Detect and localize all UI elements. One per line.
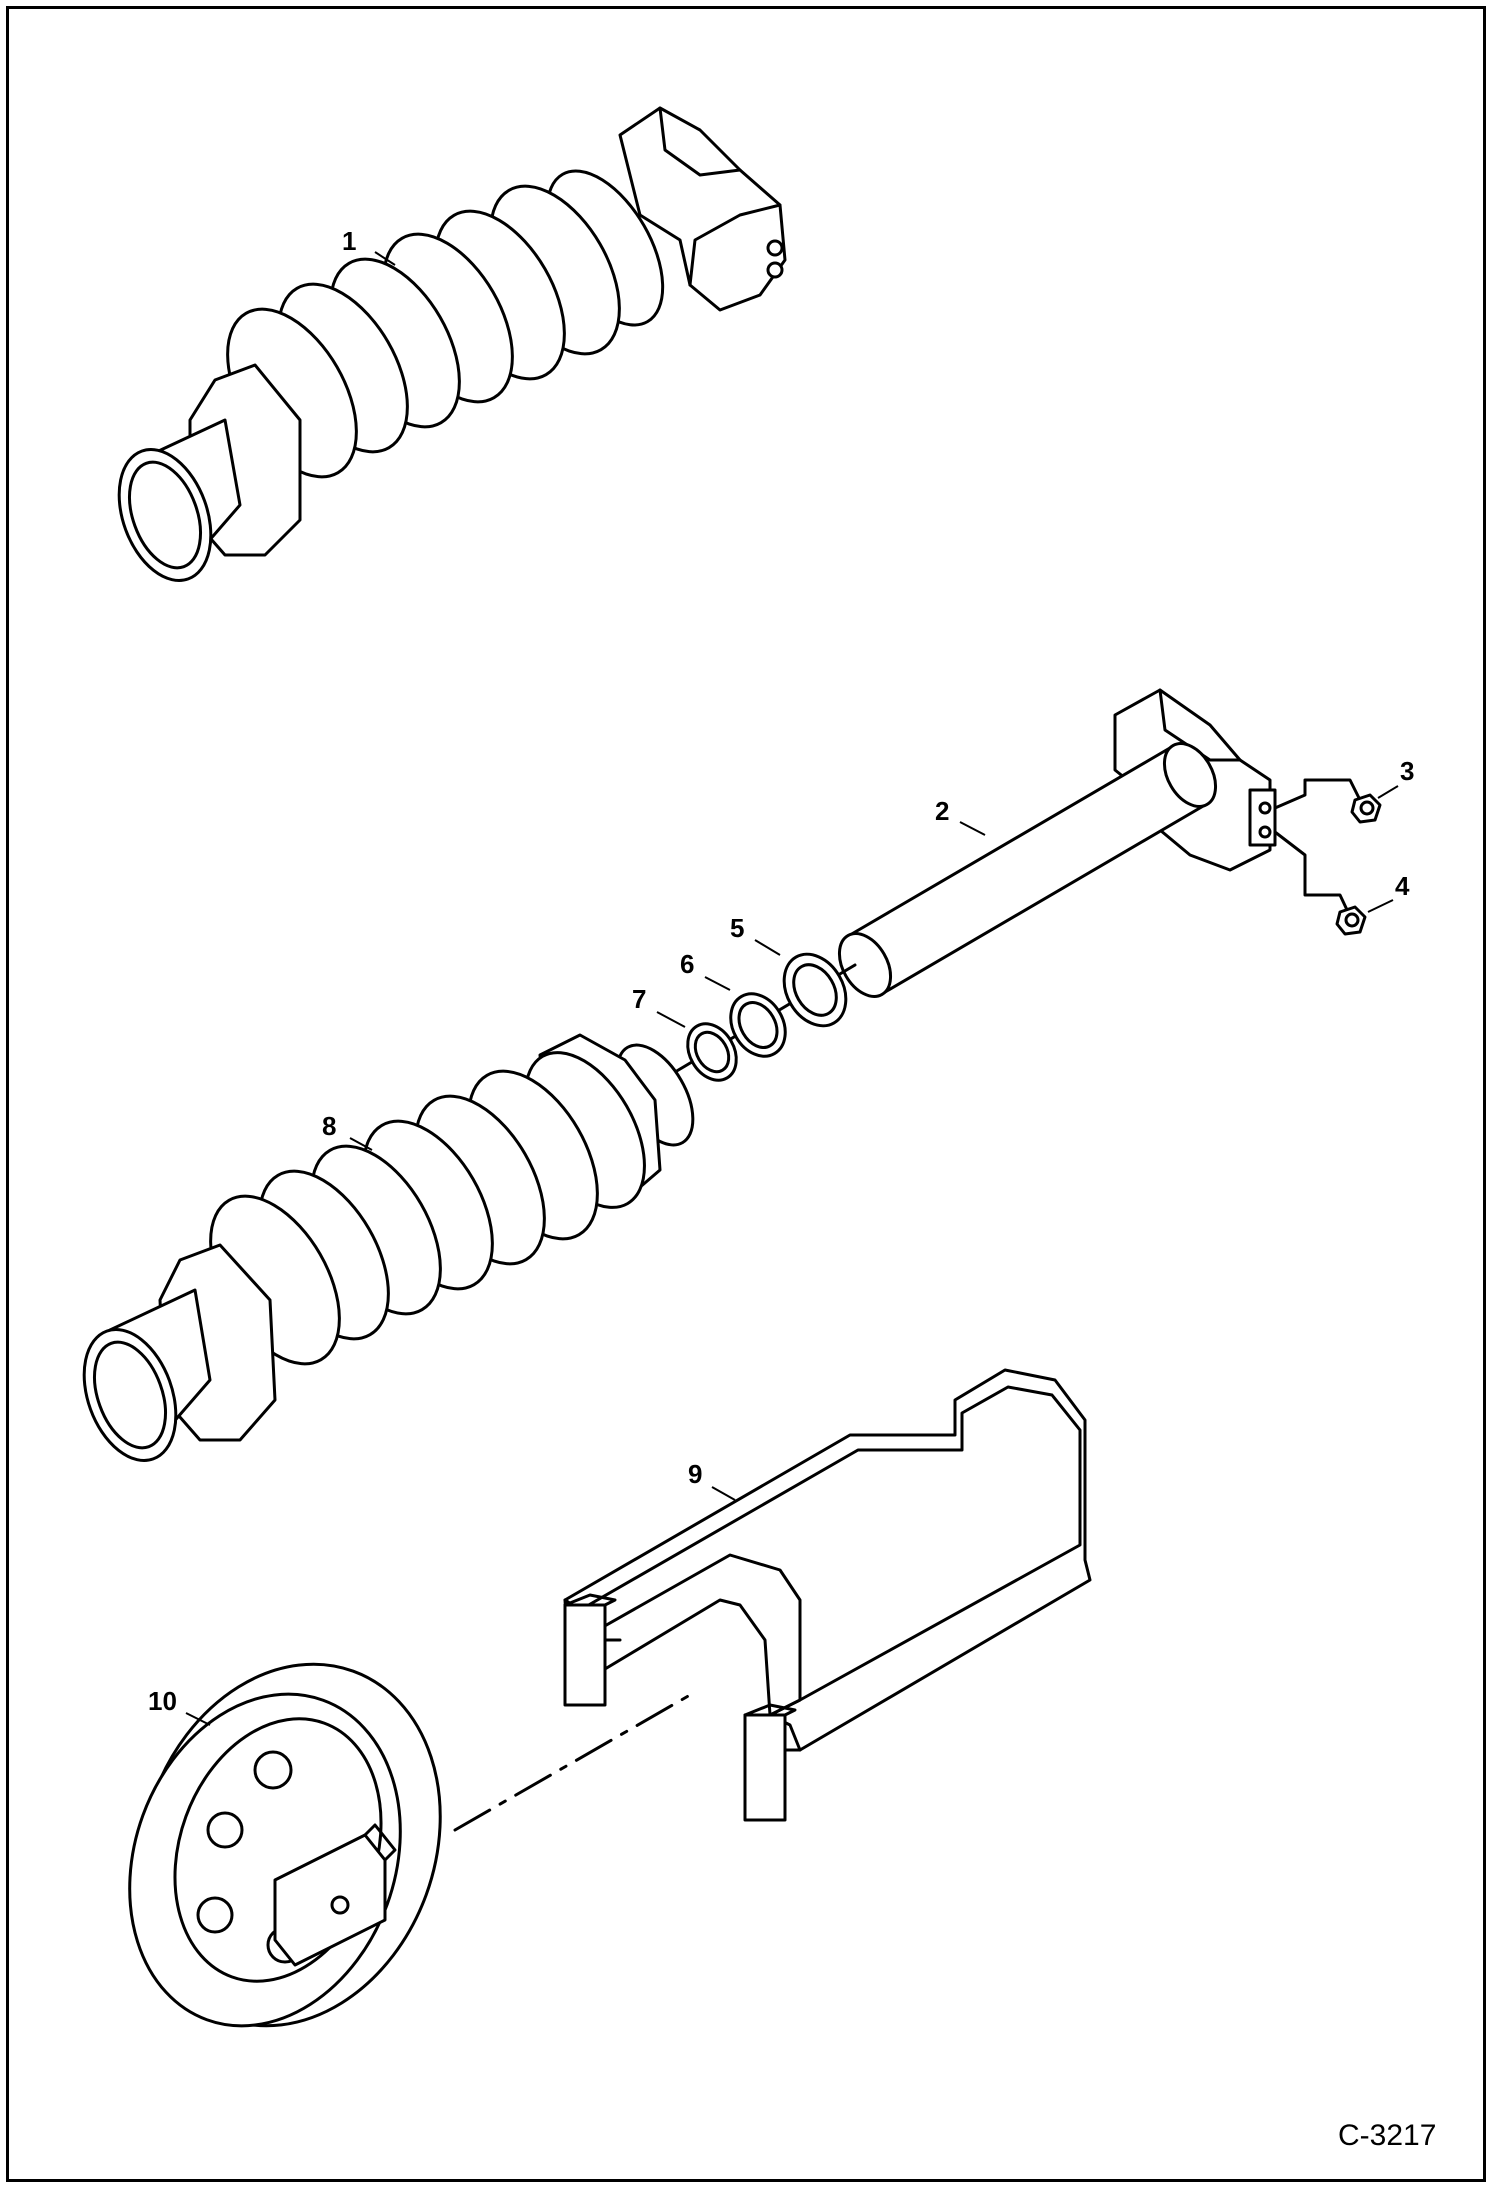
spring-assembly-1-icon: [117, 106, 787, 582]
ring-5-icon: [782, 952, 848, 1028]
ring-6-icon: [729, 992, 787, 1058]
callout-6: 6: [680, 949, 694, 979]
leader-line-6: [704, 976, 731, 991]
leader-line-4: [1367, 899, 1394, 913]
callout-5: 5: [730, 913, 744, 943]
rod-yoke-2-icon: [837, 688, 1277, 998]
callout-7: 7: [632, 984, 646, 1014]
leader-line-1: [374, 251, 396, 266]
bolt-guide-3: [1273, 778, 1362, 810]
leader-line-9: [711, 1486, 736, 1501]
callout-10: 10: [148, 1686, 177, 1716]
leader-line-8: [349, 1137, 373, 1151]
leader-line-3: [1377, 785, 1399, 799]
tool-bracket-9-icon: [563, 1368, 1092, 1822]
callout-8: 8: [322, 1111, 336, 1141]
bolt-3-icon: [1350, 793, 1382, 824]
page-border: [6, 6, 1486, 2182]
centerline-10: [453, 1693, 692, 1832]
figure-id: C-3217: [1338, 2119, 1436, 2152]
idler-wheel-10-icon: [128, 1662, 442, 2028]
leader-line-7: [656, 1011, 686, 1028]
leader-line-10: [185, 1712, 211, 1726]
callout-3: 3: [1400, 756, 1414, 786]
leader-line-5: [754, 939, 781, 956]
callout-2: 2: [935, 796, 949, 826]
spring-assembly-8-icon: [82, 1033, 695, 1462]
leader-line-2: [959, 821, 986, 836]
bolt-guide-4: [1273, 830, 1350, 914]
callout-4: 4: [1395, 871, 1410, 901]
bolt-4-icon: [1335, 905, 1367, 936]
callout-1: 1: [342, 226, 356, 256]
ring-7-icon: [686, 1022, 738, 1082]
callout-9: 9: [688, 1459, 702, 1489]
